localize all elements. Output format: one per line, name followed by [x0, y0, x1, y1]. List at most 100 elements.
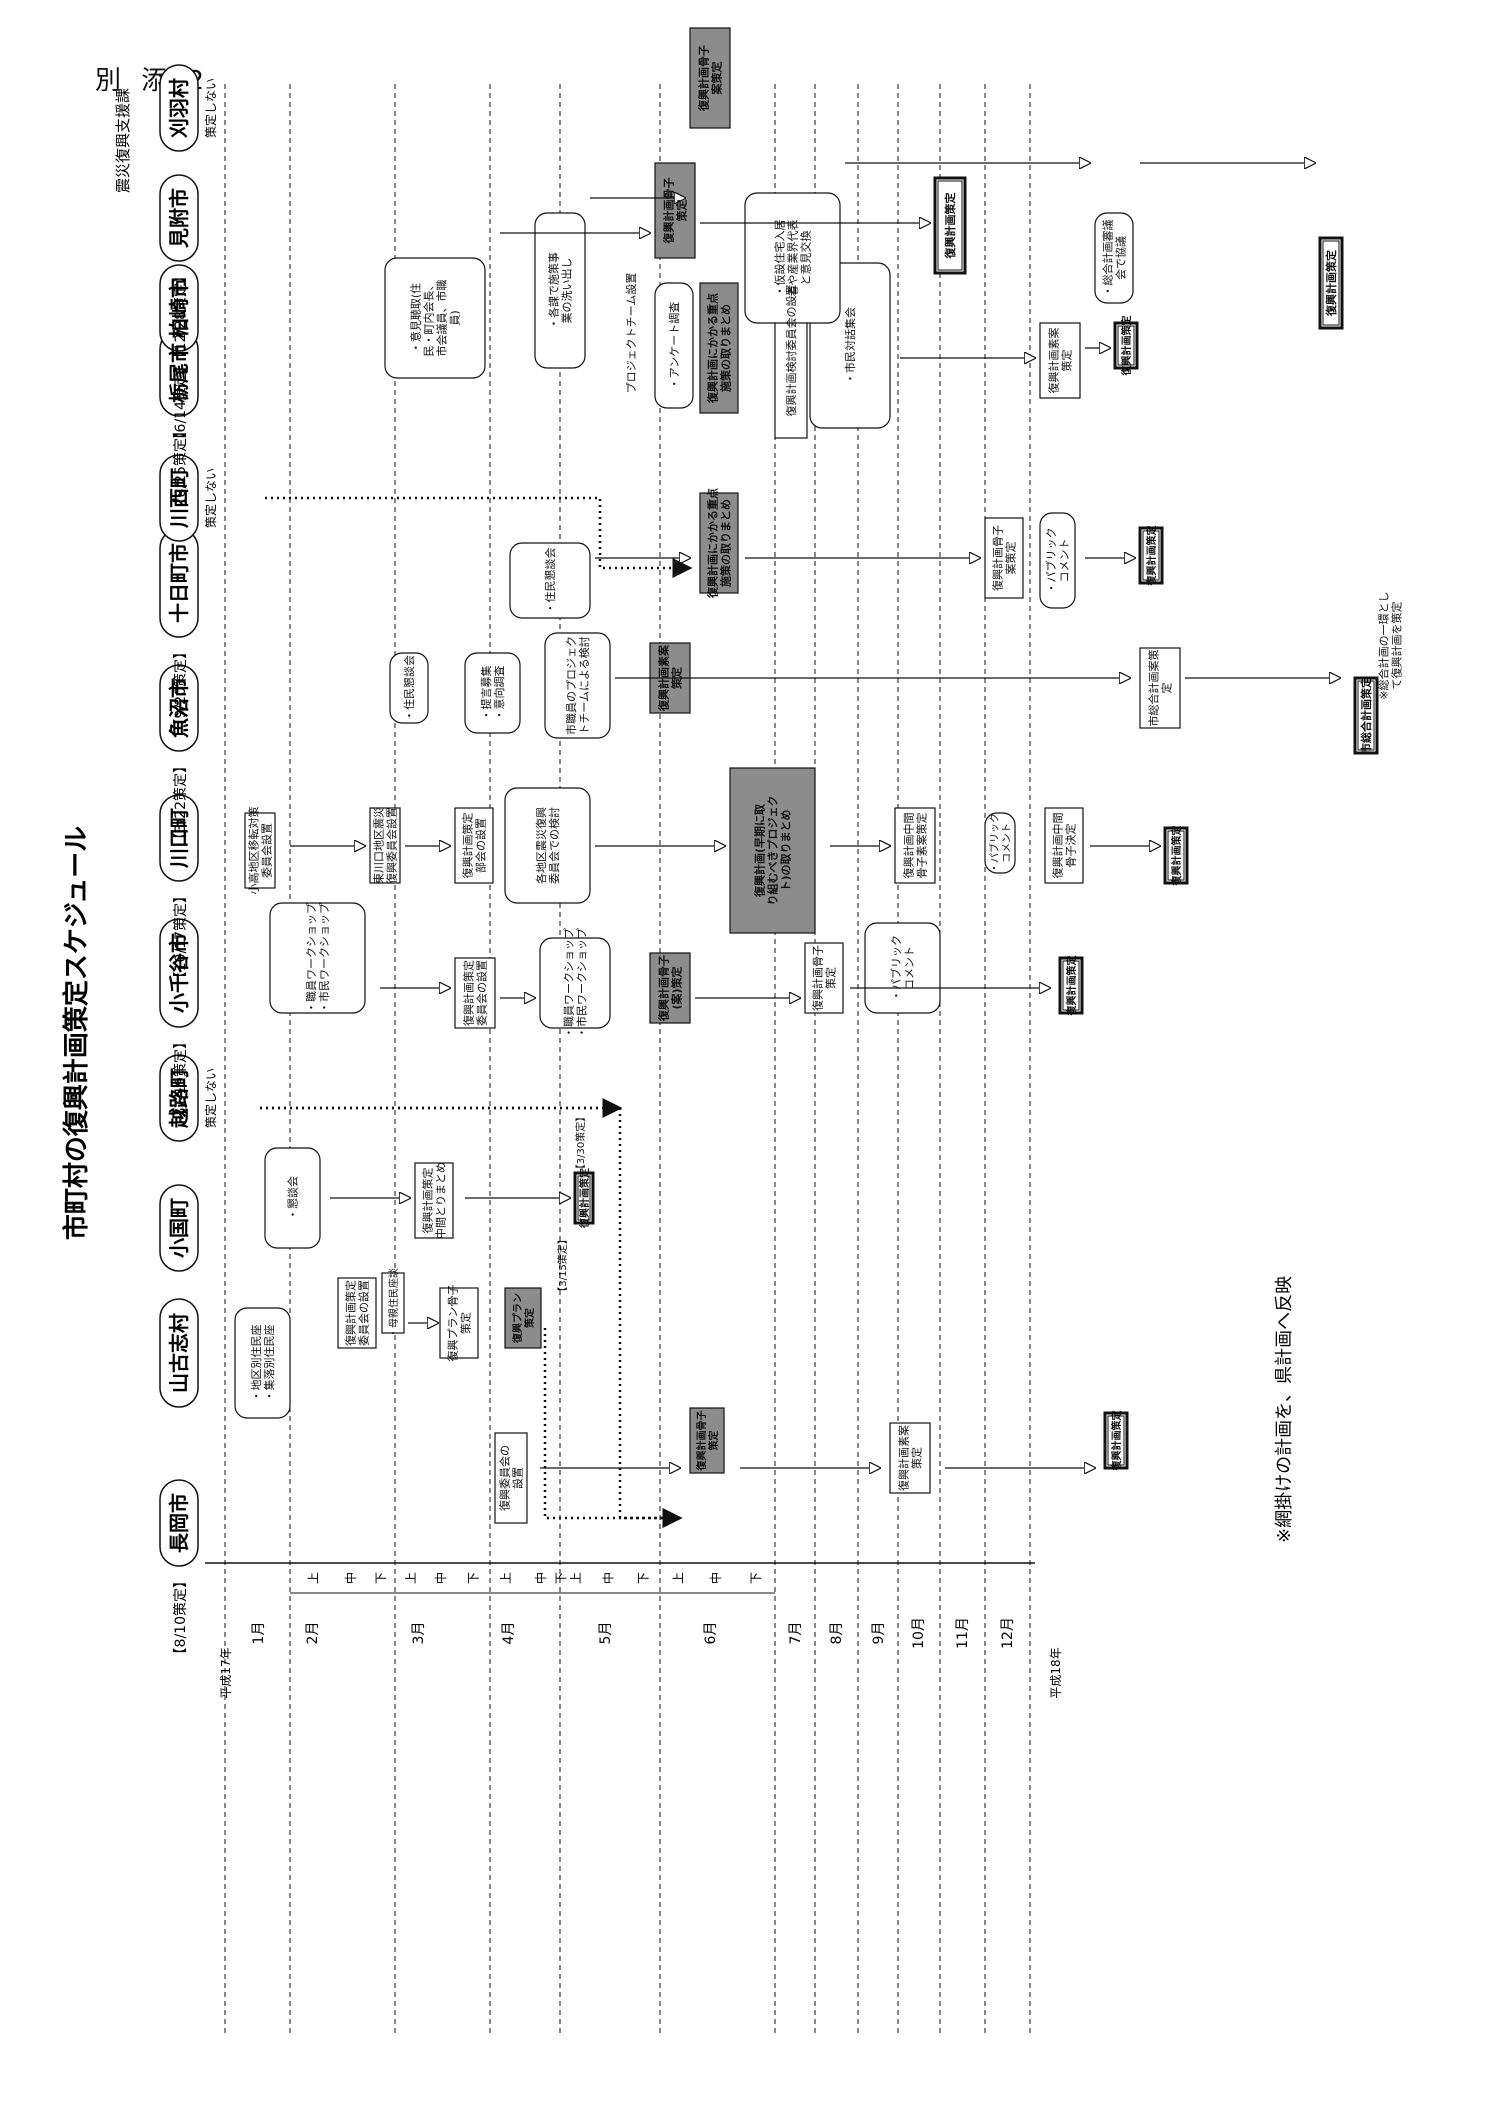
schedule-item-box: [1139, 647, 1181, 729]
schedule-item-text: 復興プラン骨子: [447, 1285, 460, 1362]
schedule-item-box-inner: [1107, 1415, 1125, 1466]
schedule-item-text: 小高地区移転対策: [247, 807, 261, 895]
schedule-item-box-inner: [1117, 325, 1135, 366]
subperiod-label: 中: [433, 1572, 448, 1584]
schedule-item-text: 案策定: [710, 62, 724, 96]
schedule-item-box: [1039, 322, 1081, 399]
schedule-item-text: 復興計画骨子: [991, 525, 1005, 591]
schedule-item-text: 委員会の設置: [475, 960, 489, 1026]
schedule-item-text: 委員会の設置: [357, 1280, 371, 1346]
schedule-item-text: 策定: [1060, 350, 1074, 372]
schedule-item-box-inner: [937, 180, 963, 271]
schedule-item-text: ・職員ワークショップ: [563, 928, 576, 1038]
municipality-badge: [159, 264, 199, 352]
schedule-item-box: [984, 517, 1024, 599]
schedule-item-box: [244, 812, 276, 889]
rotated-frame: [205, 80, 1035, 2033]
month-label: 10月: [911, 1617, 927, 1649]
schedule-item-text: 策定: [459, 1312, 473, 1334]
schedule-item-text: ・住民懇談会: [402, 655, 416, 721]
schedule-item-box: [744, 192, 841, 324]
municipality-note: 【9/20策定】: [172, 645, 189, 732]
month-label: 9月: [871, 1622, 887, 1645]
schedule-item-text: ・集落別住民座: [262, 1325, 276, 1402]
schedule-item-box: [699, 282, 739, 414]
schedule-item-text: 復興プラン: [511, 1293, 524, 1344]
municipality-name: 刈羽村: [167, 78, 191, 138]
schedule-item-text: 策定: [824, 967, 838, 989]
municipality-name: 越路町: [167, 1068, 191, 1129]
schedule-item-text: 復興計画策定: [1145, 526, 1158, 587]
schedule-item-box: [504, 1287, 542, 1349]
municipality-note: 【8/10策定】: [172, 1574, 189, 1661]
schedule-item-text: 復興計画中間: [902, 813, 916, 879]
schedule-item-text: 業の洗い出し: [560, 258, 574, 324]
schedule-item-text: 策定: [675, 200, 689, 223]
municipality-note: 【6/14策定】: [172, 359, 189, 446]
schedule-item-text: 策定: [670, 667, 684, 690]
schedule-item-text: 定: [1160, 683, 1174, 694]
schedule-item-text: 復興計画策定: [1120, 316, 1133, 377]
month-label: 1月: [251, 1622, 267, 1645]
schedule-item-box: [864, 922, 941, 1014]
schedule-item-text: 復興計画にかかる重点: [706, 488, 720, 599]
schedule-item-box-inner: [577, 1175, 591, 1221]
schedule-item-text: 中間とりまとめ: [435, 1162, 448, 1239]
schedule-item-text: 委員会での検討: [547, 807, 561, 884]
schedule-item-box: [1163, 826, 1189, 885]
schedule-item-text: 復興計画策定: [421, 1168, 435, 1234]
schedule-item-box: [389, 652, 429, 724]
schedule-item-box: [654, 162, 696, 259]
schedule-item-text: 骨子素案策定: [915, 813, 929, 879]
subperiod-label: 中: [601, 1572, 616, 1584]
subperiod-label: 上: [307, 1572, 321, 1584]
schedule-item-box: [369, 807, 401, 884]
subperiod-label: 上: [672, 1572, 686, 1584]
schedule-item-text: ・パブリック: [988, 813, 1001, 873]
schedule-item-text: 策定: [523, 1308, 536, 1328]
municipality-badge: [159, 454, 199, 542]
municipality-badge: [159, 1479, 199, 1567]
municipality-name: 柏崎市: [167, 278, 191, 338]
schedule-item-box: [1103, 1411, 1129, 1470]
schedule-item-text: ・仮設住宅入居: [773, 220, 787, 297]
schedule-item-text: ・意見聴取(住: [409, 283, 423, 353]
schedule-item-box: [384, 257, 486, 379]
municipality-name: 栃尾市: [167, 343, 191, 403]
municipality-badge: [159, 1184, 199, 1272]
schedule-item-text: ・母親住民座談: [387, 1268, 400, 1338]
schedule-item-text: ・パブリック: [1044, 528, 1058, 594]
schedule-item-text: 復興計画にかかる重点: [706, 293, 720, 404]
schedule-item-text: ・市民ワークショップ: [575, 928, 589, 1038]
schedule-item-box: [439, 1287, 479, 1359]
schedule-item-text: 復興計画骨子: [811, 945, 825, 1011]
subperiod-label: 上: [569, 1572, 583, 1584]
schedule-item-box: [534, 212, 586, 369]
dept-label: 震災復興支援課: [114, 88, 132, 193]
schedule-item-text: 部会の設置: [474, 818, 488, 873]
schedule-item-text: 市会議員、市職: [435, 280, 449, 357]
schedule-item-box: [804, 942, 844, 1014]
schedule-item-box: [464, 652, 521, 734]
schedule-item-box: [689, 1407, 725, 1474]
schedule-item-text: 復興計画策定: [578, 1168, 591, 1229]
municipality-name: 山古志村: [167, 1313, 191, 1393]
schedule-item-text: 各地区震災復興: [534, 807, 548, 884]
municipality-badge: [159, 174, 199, 262]
month-label: 5月: [598, 1622, 614, 1645]
schedule-item-text: コメント: [903, 946, 916, 990]
schedule-item-text: 【3/30策定】: [574, 1112, 587, 1174]
schedule-item-box-inner: [1357, 680, 1375, 751]
schedule-item-box: [509, 542, 591, 619]
schedule-item-box: [729, 767, 816, 934]
subperiod-label: 下: [374, 1572, 388, 1584]
schedule-item-box: [654, 282, 694, 409]
schedule-item-text: 復興計画骨子: [695, 1411, 708, 1472]
schedule-item-text: 復興計画策定: [1170, 826, 1183, 887]
schedule-item-text: 復興計画策定: [1324, 250, 1338, 317]
schedule-item-text: ・提言募集: [479, 666, 493, 721]
schedule-item-box: [544, 632, 611, 739]
municipality-name: 魚沼市: [167, 678, 191, 738]
